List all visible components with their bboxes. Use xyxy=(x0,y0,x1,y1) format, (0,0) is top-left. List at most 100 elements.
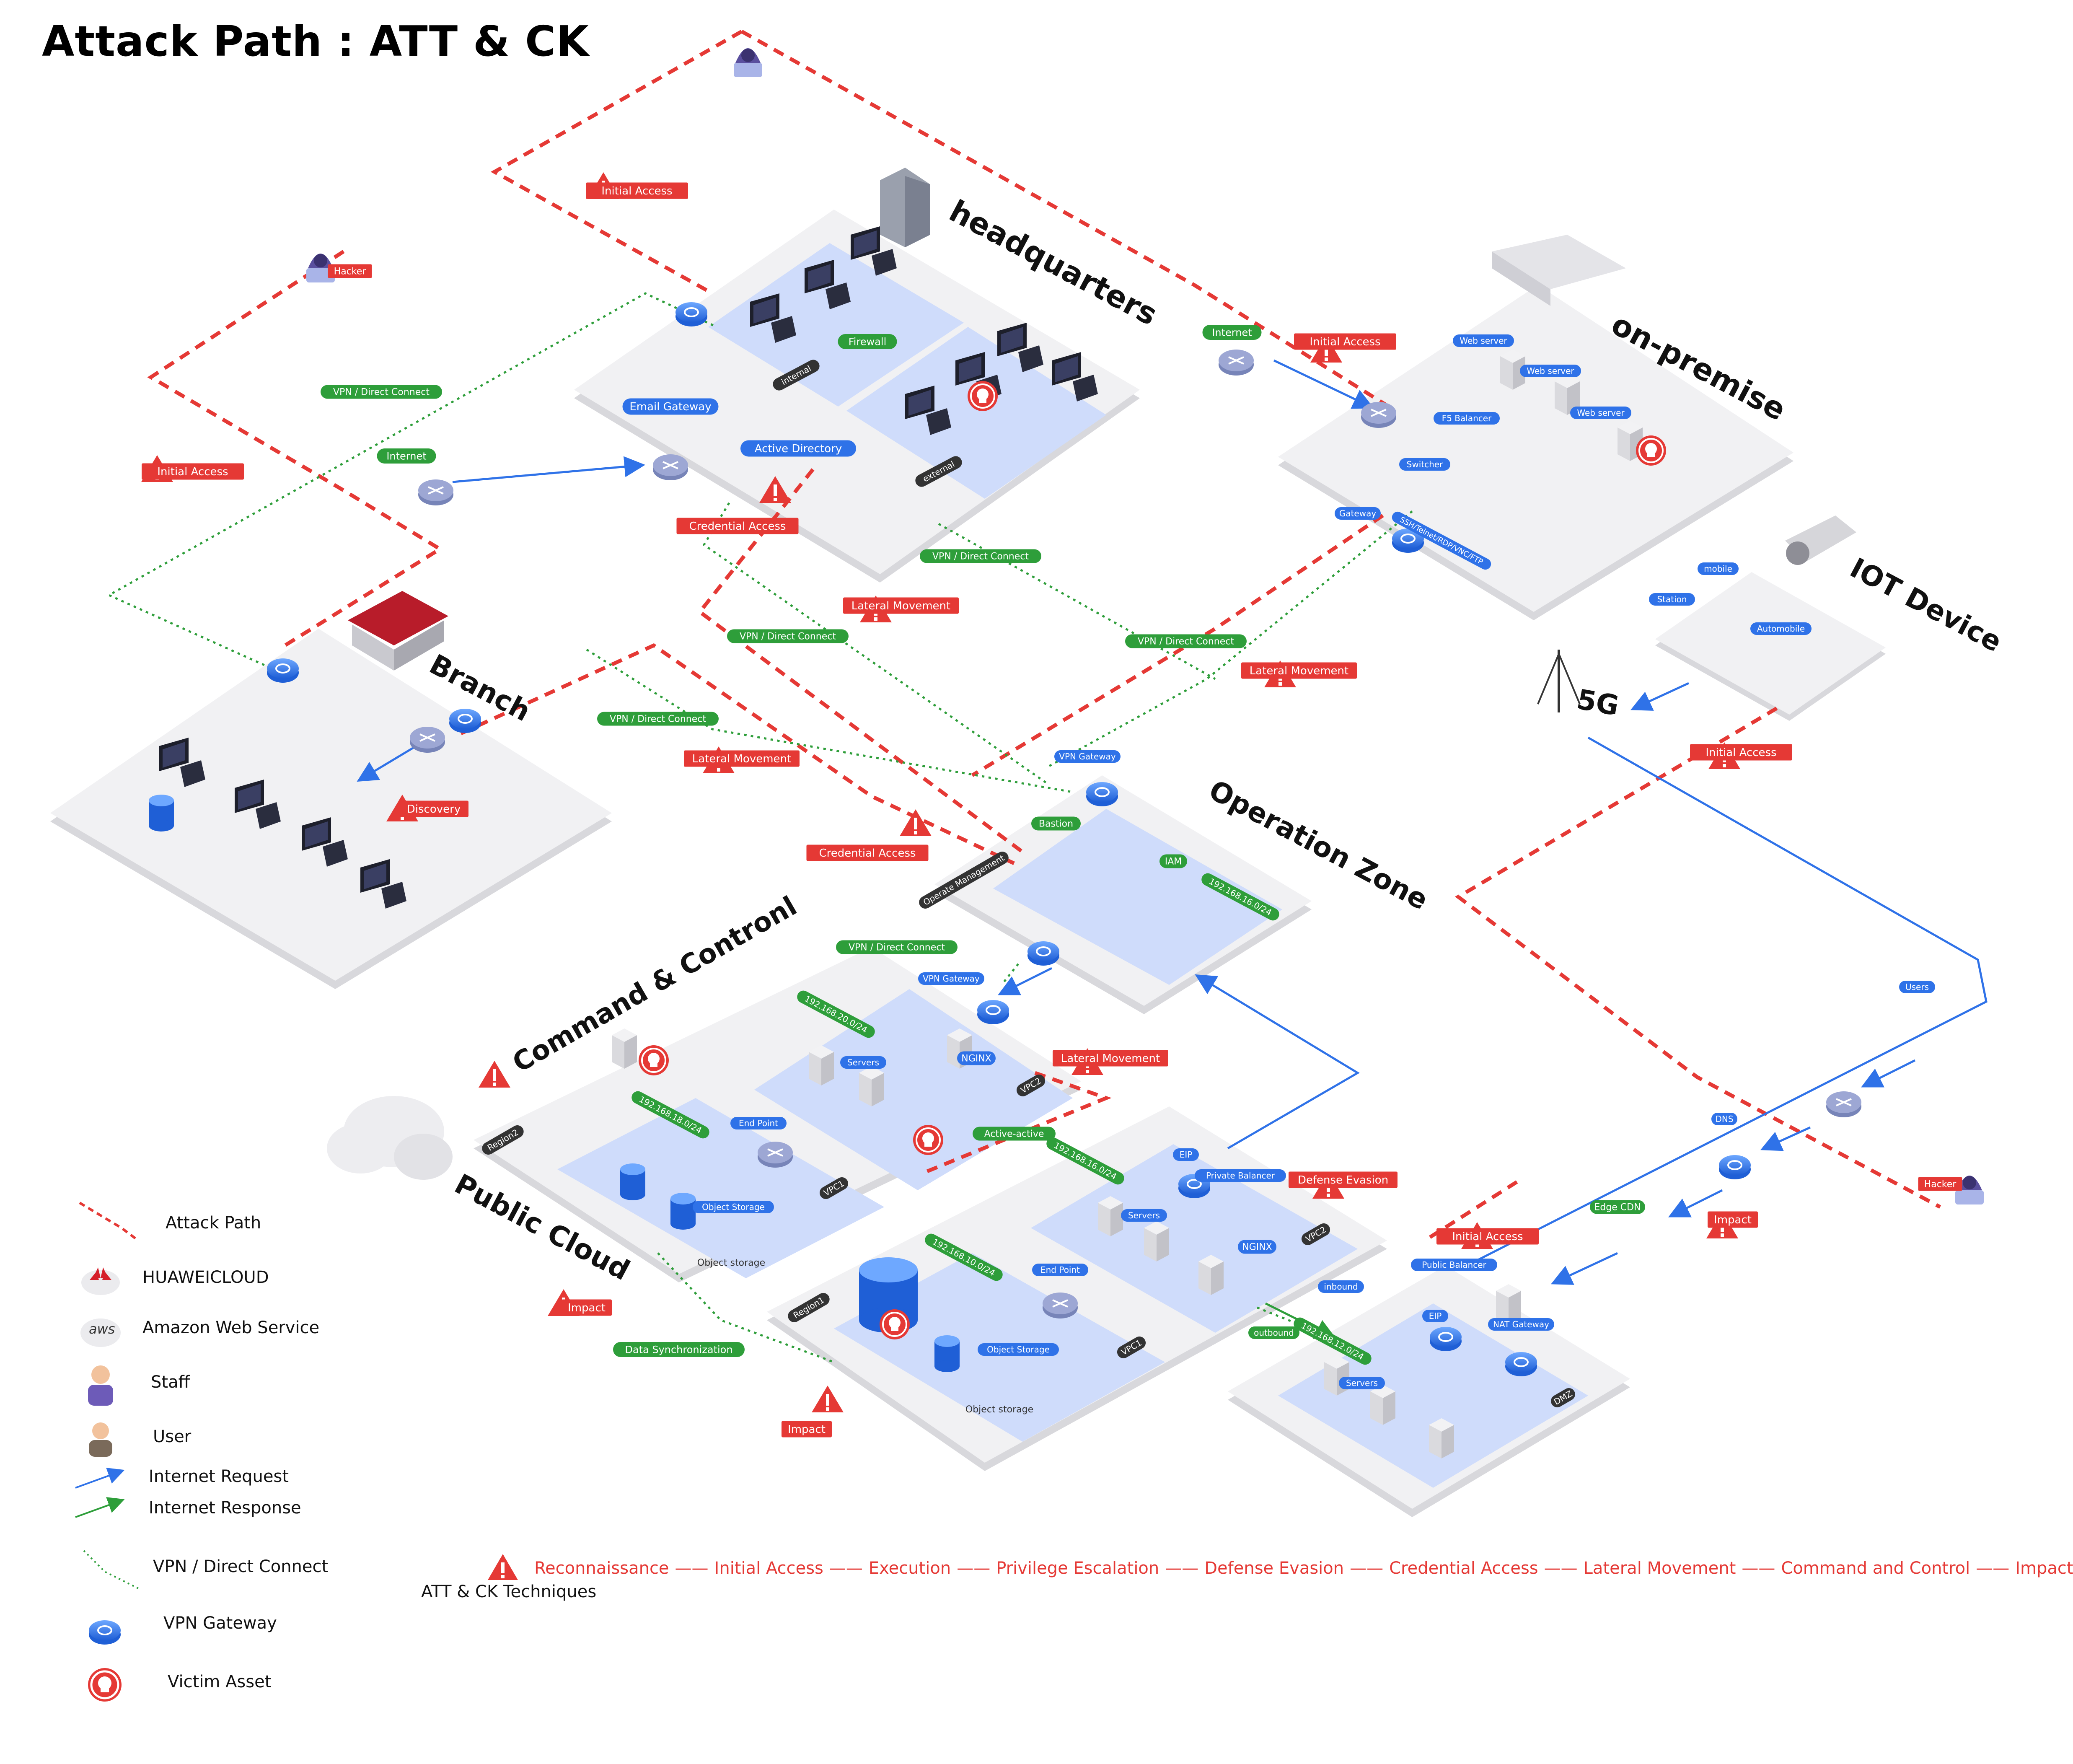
tactic-impact: Impact xyxy=(2015,1559,2073,1578)
tactics-separator: —— xyxy=(675,1559,709,1578)
tag-lateral-movement: Lateral Movement xyxy=(843,597,959,614)
legend-internet-response: Internet Response xyxy=(149,1498,301,1518)
vpn-gateway-icon xyxy=(1027,941,1059,966)
internet-request-users xyxy=(1861,1059,1916,1088)
tag-bastion: Bastion xyxy=(1031,816,1081,831)
legend-swatches: aws xyxy=(75,1202,139,1702)
legend-aws: Amazon Web Service xyxy=(142,1318,320,1337)
tag-label: Discovery xyxy=(407,803,461,816)
aws-icon: aws xyxy=(80,1318,121,1347)
tag-initial-access: Initial Access xyxy=(1690,744,1792,761)
tag-nginx: NGINX xyxy=(1238,1240,1276,1254)
tag-initial-access: Initial Access xyxy=(1436,1228,1539,1245)
tactics-separator: —— xyxy=(1350,1559,1383,1578)
tactic-command-and-control: Command and Control xyxy=(1781,1559,1970,1578)
platforms xyxy=(50,210,1886,1517)
server-icon xyxy=(1144,1221,1169,1261)
tactics-separator: —— xyxy=(957,1559,990,1578)
tag-gateway: Gateway xyxy=(1335,507,1381,520)
router-icon xyxy=(410,727,445,753)
tag-label: Active Directory xyxy=(755,443,842,455)
tag-label: Firewall xyxy=(849,336,887,347)
tag-vpn-gateway: VPN Gateway xyxy=(1054,750,1121,763)
tag-label: NAT Gateway xyxy=(1493,1319,1549,1329)
vpn-gateway-icon xyxy=(267,658,299,683)
tag-vpn-dc: VPN / Direct Connect xyxy=(920,549,1041,563)
tag-label: Initial Access xyxy=(1706,746,1776,759)
object-storage-caption: Object storage xyxy=(965,1404,1033,1415)
tag-label: NGINX xyxy=(1242,1242,1272,1253)
tag-initial-access: Initial Access xyxy=(586,182,688,199)
warning-icon xyxy=(812,1386,844,1412)
legend-attack-path-swatch xyxy=(79,1202,139,1242)
vpn-gateway-icon xyxy=(675,302,707,326)
tag-label: Active-active xyxy=(984,1129,1044,1140)
tag-switcher: Switcher xyxy=(1399,458,1450,471)
tag-credential-access: Credential Access xyxy=(806,844,929,861)
workstation-icon xyxy=(805,260,851,309)
server-icon xyxy=(612,1028,637,1069)
legend-huaweicloud: HUAWEICLOUD xyxy=(142,1268,269,1287)
tag-label: Impact xyxy=(1714,1214,1752,1226)
tag-label: Servers xyxy=(1346,1378,1378,1388)
tag-active-active: Active-active xyxy=(973,1127,1056,1141)
tag-label: Edge CDN xyxy=(1594,1202,1641,1213)
vpn-gateway-icon xyxy=(977,1000,1009,1024)
tag-lateral-movement: Lateral Movement xyxy=(1241,662,1357,679)
tag-label: Lateral Movement xyxy=(1061,1052,1160,1065)
vpn-link-branch-ops xyxy=(586,648,1073,793)
vpn-link-hq-ops xyxy=(702,502,1048,785)
legend-victim: Victim Asset xyxy=(168,1672,272,1691)
victim-skull-icon xyxy=(913,1125,943,1155)
tactics-separator: —— xyxy=(1976,1559,2009,1578)
tag-label: Bastion xyxy=(1039,819,1073,829)
headquarters-platform xyxy=(574,210,1140,583)
tag-label: DNS xyxy=(1715,1114,1733,1124)
attack-path-hacker-top xyxy=(490,30,743,295)
legend-internet-request: Internet Request xyxy=(149,1467,289,1486)
tag-iam: IAM xyxy=(1159,854,1187,868)
tag-credential-access: Credential Access xyxy=(676,518,799,534)
tag-label: Initial Access xyxy=(1452,1230,1523,1243)
tactics-separator: —— xyxy=(1544,1559,1578,1578)
attack-path-branch xyxy=(460,643,1015,865)
decorations xyxy=(327,168,1856,1180)
tag-vpn-dc: VPN / Direct Connect xyxy=(321,385,442,399)
server-icon xyxy=(859,1066,884,1106)
tag-lateral-movement: Lateral Movement xyxy=(684,750,800,767)
tag-label: VPN Gateway xyxy=(923,974,980,984)
legend-response-swatch xyxy=(75,1497,125,1518)
tag-label: Web server xyxy=(1460,336,1507,346)
legend-attck-caption: ATT & CK Techniques xyxy=(421,1582,597,1601)
warning-icon xyxy=(479,1061,510,1088)
tag-servers: Servers xyxy=(1121,1209,1167,1222)
tag-private-balancer: Private Balancer xyxy=(1195,1169,1286,1182)
tag-label: Web server xyxy=(1577,408,1625,418)
vpn-link-hq-onprem xyxy=(938,523,1216,680)
tag-label: VPN / Direct Connect xyxy=(1138,637,1234,647)
vpn-gateway-icon xyxy=(1086,782,1118,806)
victim-skull-icon xyxy=(639,1045,669,1075)
tag-label: VPN / Direct Connect xyxy=(333,387,430,398)
tag-label: Internet xyxy=(1212,326,1252,338)
legend-vpn-swatch xyxy=(83,1550,139,1589)
branch-building-icon xyxy=(348,591,448,671)
workstation-icon xyxy=(997,323,1043,372)
tag-web-server: Web server xyxy=(1520,365,1581,377)
legend-request-swatch xyxy=(75,1468,125,1489)
tag-label: Defense Evasion xyxy=(1298,1174,1388,1186)
tag-label: Lateral Movement xyxy=(1250,665,1348,677)
tag-object-storage: Object Storage xyxy=(693,1201,774,1213)
workstation-icon xyxy=(750,293,796,343)
database-icon xyxy=(149,795,174,831)
database-icon xyxy=(934,1335,960,1372)
tag-internet: Internet xyxy=(1202,325,1262,340)
tag-label: inbound xyxy=(1324,1282,1358,1292)
internet-request-branch xyxy=(357,741,424,782)
legend-attack-path: Attack Path xyxy=(166,1213,261,1233)
tag-impact: Impact xyxy=(782,1421,832,1438)
tag-label: VPN Gateway xyxy=(1059,751,1116,762)
hacker-icon xyxy=(734,48,762,77)
